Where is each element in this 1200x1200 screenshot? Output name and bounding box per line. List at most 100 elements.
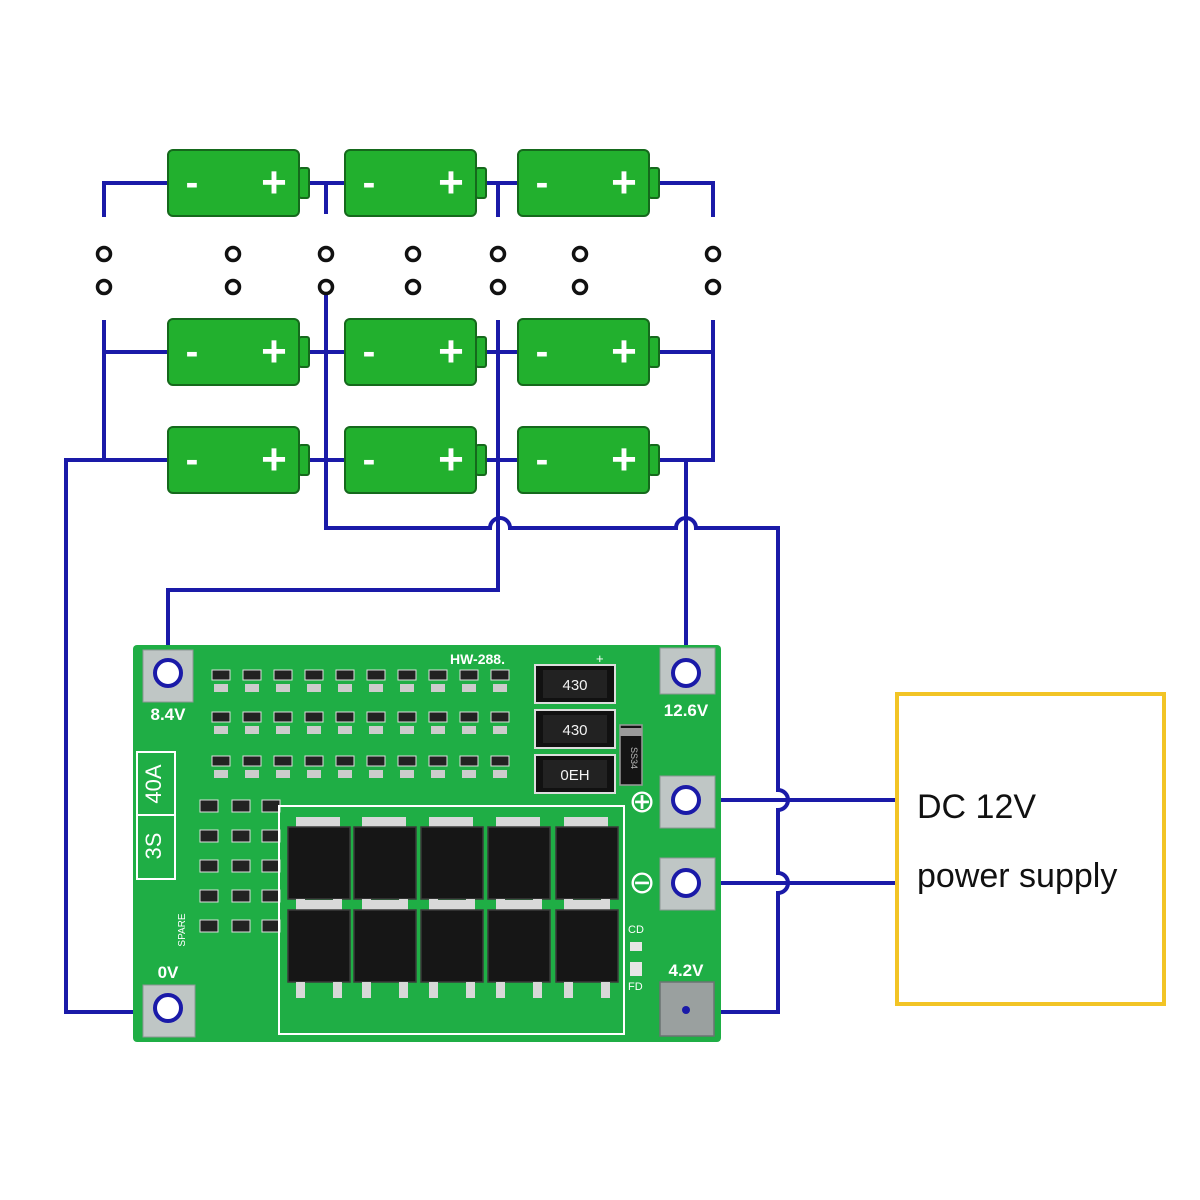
mosfet-array (287, 817, 619, 998)
smd-part-72 (199, 919, 219, 933)
mosfet-area (278, 805, 625, 1035)
smd-part-62 (261, 799, 281, 813)
smd-part-59 (493, 770, 507, 778)
mosfet-body (420, 909, 484, 983)
mosfet-3-1 (487, 900, 551, 998)
battery-minus-sign: - (363, 331, 376, 373)
smd-part-24 (273, 711, 293, 723)
pin-fd-pad-2 (630, 970, 642, 976)
smd-part-13 (400, 684, 414, 692)
pad-plus-symbol: ⊕ (629, 783, 656, 819)
battery-plus-sign: + (611, 158, 637, 207)
pin-cd-label: CD (628, 924, 644, 936)
smd-part-50 (366, 755, 386, 767)
smd-part-34 (428, 711, 448, 723)
mosfet-body (353, 909, 417, 983)
smd-part-36 (459, 711, 479, 723)
pin-fd-pad-1 (630, 962, 642, 971)
mosfet-body (353, 826, 417, 900)
pad-minus-symbol: ⊖ (629, 864, 656, 900)
terminal-ring-1-0 (224, 245, 242, 263)
battery-cell-r1-c2: -+ (344, 149, 487, 217)
terminal-ring-3-1 (404, 278, 422, 296)
pad-8v4-label: 8.4V (151, 705, 187, 724)
battery-plus-sign: + (611, 327, 637, 376)
terminal-ring-4-0 (489, 245, 507, 263)
smd-part-32 (397, 711, 417, 723)
mosfet-leg-left (429, 982, 438, 998)
board-plus-mark: + (596, 651, 604, 666)
bms-board: 430 430 0EH SS34 HW-288. + 3S 40A (133, 645, 721, 1042)
smd-part-57 (462, 770, 476, 778)
smd-part-35 (431, 726, 445, 734)
mosfet-2-1 (420, 900, 484, 998)
smd-part-42 (242, 755, 262, 767)
terminal-ring-6-1 (704, 278, 722, 296)
battery-terminal-nub (648, 336, 660, 368)
diode-label: SS34 (629, 747, 639, 769)
smd-part-41 (214, 770, 228, 778)
smd-part-47 (307, 770, 321, 778)
smd-part-64 (231, 829, 251, 843)
smd-part-30 (366, 711, 386, 723)
mosfet-leg-left (296, 982, 305, 998)
terminal-ring-4-1 (489, 278, 507, 296)
battery-minus-sign: - (536, 162, 549, 204)
terminal-ring-5-1 (571, 278, 589, 296)
mosfet-0-1 (287, 900, 351, 998)
smd-part-74 (261, 919, 281, 933)
smd-part-44 (273, 755, 293, 767)
smd-part-3 (245, 684, 259, 692)
smd-part-68 (261, 859, 281, 873)
smd-part-33 (400, 726, 414, 734)
mosfet-0-0 (287, 817, 351, 915)
smd-part-45 (276, 770, 290, 778)
terminal-ring-6-0 (704, 245, 722, 263)
smd-part-51 (369, 770, 383, 778)
mosfet-2-0 (420, 817, 484, 915)
power-supply-line1: DC 12V (917, 788, 1037, 826)
wire-8v4 (166, 320, 500, 677)
mosfet-leg-right (333, 982, 342, 998)
wire-top-left (102, 181, 172, 217)
smd-part-0 (211, 669, 231, 681)
pad-8v4 (142, 649, 194, 703)
smd-part-58 (490, 755, 510, 767)
battery-cell-r2-c3: -+ (517, 318, 660, 386)
terminal-group (95, 245, 722, 296)
smd-part-15 (431, 684, 445, 692)
mosfet-leg-right (399, 982, 408, 998)
battery-minus-sign: - (363, 439, 376, 481)
battery-terminal-nub (648, 167, 660, 199)
smd-part-26 (304, 711, 324, 723)
wire-top-right (656, 181, 715, 217)
smd-part-63 (199, 829, 219, 843)
mosfet-leg-left (564, 982, 573, 998)
battery-minus-sign: - (186, 331, 199, 373)
mosfet-3-0 (487, 817, 551, 915)
battery-terminal-nub (475, 336, 487, 368)
mosfet-leg-left (496, 982, 505, 998)
pad-0v-label: 0V (158, 963, 179, 982)
pcb-smd-components (199, 669, 510, 933)
pad-4v2 (659, 981, 715, 1037)
power-supply-line2: power supply (917, 857, 1118, 895)
terminal-ring-0-0 (95, 245, 113, 263)
power-resistor-2: 430 (534, 709, 616, 749)
resistor-1-label: 430 (562, 677, 587, 694)
power-supply-box (895, 692, 1166, 1006)
battery-plus-sign: + (611, 435, 637, 484)
battery-terminal-nub (298, 167, 310, 199)
mosfet-leg-right (533, 982, 542, 998)
power-resistor-1: 430 (534, 664, 616, 704)
terminal-ring-2-0 (317, 245, 335, 263)
pad-pplus (659, 775, 716, 829)
smd-part-9 (338, 684, 352, 692)
capacity-series: 3S (141, 833, 166, 860)
smd-part-28 (335, 711, 355, 723)
smd-part-23 (245, 726, 259, 734)
battery-cell-r1-c1: -+ (167, 149, 310, 217)
smd-part-67 (231, 859, 251, 873)
smd-part-21 (214, 726, 228, 734)
smd-part-18 (490, 669, 510, 681)
